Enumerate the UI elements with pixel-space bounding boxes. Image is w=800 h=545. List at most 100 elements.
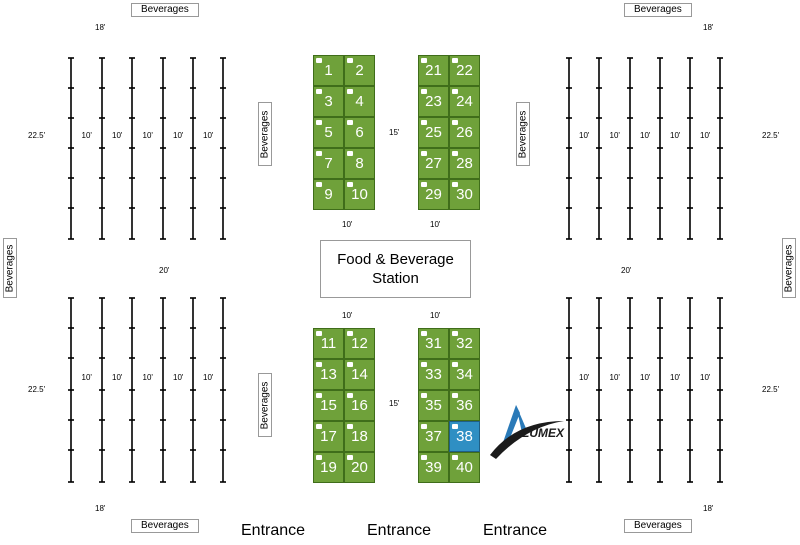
booth-tag-icon	[452, 151, 458, 156]
booth-number: 22	[456, 62, 473, 79]
pole-row	[160, 57, 166, 240]
booth-number: 32	[456, 335, 473, 352]
booth-number: 8	[355, 155, 364, 172]
booth-5[interactable]: 5	[313, 117, 344, 148]
booth-7[interactable]: 7	[313, 148, 344, 179]
booth-38[interactable]: 38	[449, 421, 480, 452]
booth-tag-icon	[452, 393, 458, 398]
booth-number: 33	[425, 366, 442, 383]
booth-number: 4	[355, 93, 364, 110]
pole-row	[190, 57, 196, 240]
dim-15-bottom: 15'	[389, 399, 400, 408]
booth-tag-icon	[421, 362, 427, 367]
booth-32[interactable]: 32	[449, 328, 480, 359]
dim-10-bottom-right-4: 10'	[700, 373, 711, 382]
booth-10[interactable]: 10	[344, 179, 375, 210]
booth-6[interactable]: 6	[344, 117, 375, 148]
dim-10-top-right-1: 10'	[609, 131, 620, 140]
booth-29[interactable]: 29	[418, 179, 449, 210]
booth-24[interactable]: 24	[449, 86, 480, 117]
booth-number: 25	[425, 124, 442, 141]
booth-tag-icon	[347, 455, 353, 460]
booth-tag-icon	[316, 393, 322, 398]
booth-23[interactable]: 23	[418, 86, 449, 117]
booth-35[interactable]: 35	[418, 390, 449, 421]
booth-number: 24	[456, 93, 473, 110]
booth-2[interactable]: 2	[344, 55, 375, 86]
booth-9[interactable]: 9	[313, 179, 344, 210]
booth-19[interactable]: 19	[313, 452, 344, 483]
booth-number: 6	[355, 124, 364, 141]
booth-36[interactable]: 36	[449, 390, 480, 421]
booth-8[interactable]: 8	[344, 148, 375, 179]
booth-37[interactable]: 37	[418, 421, 449, 452]
booth-21[interactable]: 21	[418, 55, 449, 86]
booth-16[interactable]: 16	[344, 390, 375, 421]
booth-33[interactable]: 33	[418, 359, 449, 390]
dim-10-top-right-3: 10'	[670, 131, 681, 140]
dim-15-top: 15'	[389, 128, 400, 137]
booth-number: 40	[456, 459, 473, 476]
pole-row	[160, 297, 166, 483]
booth-number: 34	[456, 366, 473, 383]
dim-10-block-3: 10'	[342, 311, 353, 320]
booth-20[interactable]: 20	[344, 452, 375, 483]
booth-31[interactable]: 31	[418, 328, 449, 359]
booth-34[interactable]: 34	[449, 359, 480, 390]
booth-28[interactable]: 28	[449, 148, 480, 179]
beverages-sign-right-label: Beverages	[783, 244, 795, 292]
booth-number: 21	[425, 62, 442, 79]
booth-tag-icon	[347, 120, 353, 125]
station-line-2: Station	[372, 270, 419, 287]
booth-tag-icon	[421, 89, 427, 94]
booth-30[interactable]: 30	[449, 179, 480, 210]
beverages-sign-top-left: Beverages	[131, 3, 199, 17]
booth-number: 31	[425, 335, 442, 352]
dim-10-bottom-right-2: 10'	[640, 373, 651, 382]
booth-12[interactable]: 12	[344, 328, 375, 359]
booth-17[interactable]: 17	[313, 421, 344, 452]
booth-13[interactable]: 13	[313, 359, 344, 390]
booth-tag-icon	[347, 182, 353, 187]
booth-number: 35	[425, 397, 442, 414]
beverages-sign-left: Beverages	[3, 238, 17, 298]
booth-number: 10	[351, 186, 368, 203]
pole-row	[657, 57, 663, 240]
booth-25[interactable]: 25	[418, 117, 449, 148]
pole-row	[566, 57, 572, 240]
dim-10-bottom-right-1: 10'	[609, 373, 620, 382]
dim-10-top-right-0: 10'	[579, 131, 590, 140]
beverages-sign-center-bottom-left: Beverages	[258, 373, 272, 437]
booth-tag-icon	[316, 151, 322, 156]
booth-number: 15	[320, 397, 337, 414]
booth-tag-icon	[316, 89, 322, 94]
booth-tag-icon	[421, 182, 427, 187]
booth-26[interactable]: 26	[449, 117, 480, 148]
booth-1[interactable]: 1	[313, 55, 344, 86]
booth-22[interactable]: 22	[449, 55, 480, 86]
booth-27[interactable]: 27	[418, 148, 449, 179]
dim-10-bottom-left-0: 10'	[81, 373, 92, 382]
food-beverage-station: Food & Beverage Station	[320, 240, 471, 298]
booth-40[interactable]: 40	[449, 452, 480, 483]
booth-15[interactable]: 15	[313, 390, 344, 421]
booth-18[interactable]: 18	[344, 421, 375, 452]
booth-tag-icon	[316, 455, 322, 460]
dim-10-bottom-left-2: 10'	[142, 373, 153, 382]
booth-11[interactable]: 11	[313, 328, 344, 359]
booth-4[interactable]: 4	[344, 86, 375, 117]
booth-tag-icon	[421, 331, 427, 336]
booth-number: 36	[456, 397, 473, 414]
dim-10-bottom-right-3: 10'	[670, 373, 681, 382]
booth-14[interactable]: 14	[344, 359, 375, 390]
booth-tag-icon	[452, 362, 458, 367]
booth-39[interactable]: 39	[418, 452, 449, 483]
beverages-sign-bottom-right: Beverages	[624, 519, 692, 533]
lumex-logo-mark: LUMEX	[490, 405, 565, 459]
booth-3[interactable]: 3	[313, 86, 344, 117]
beverages-sign-left-label: Beverages	[4, 244, 16, 292]
booth-number: 23	[425, 93, 442, 110]
dim-18-top-right: 18'	[703, 23, 714, 32]
booth-number: 11	[320, 335, 337, 352]
